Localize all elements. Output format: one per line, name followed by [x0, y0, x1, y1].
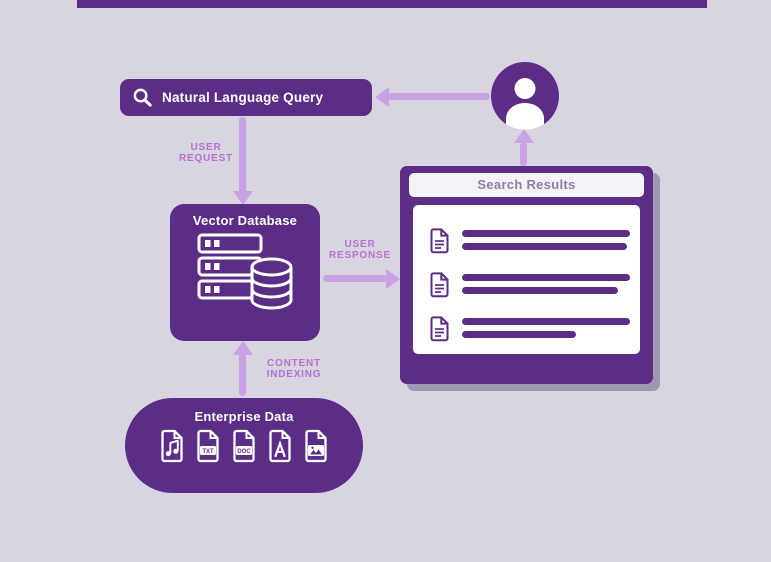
result-item	[429, 228, 630, 254]
edge-label-line: INDEXING	[266, 368, 322, 380]
doc-file-icon: DOC	[233, 429, 255, 463]
search-icon	[133, 88, 152, 107]
arrowhead-left	[375, 86, 389, 107]
natural-language-query-node: Natural Language Query	[120, 79, 372, 116]
document-icon	[430, 316, 449, 342]
txt-file-icon: TXT	[197, 429, 219, 463]
arrow-line	[239, 117, 246, 193]
arrow-line	[520, 142, 527, 166]
edge-label-user-response: USER RESPONSE	[316, 239, 404, 261]
edge-label-content-indexing: CONTENT INDEXING	[252, 358, 336, 380]
document-icon	[430, 272, 449, 298]
user-icon	[506, 78, 544, 130]
result-text-bar	[462, 274, 630, 281]
enterprise-data-label: Enterprise Data	[194, 409, 294, 424]
result-text-bar	[462, 287, 619, 294]
enterprise-data-node: Enterprise Data TXT DOC	[125, 398, 363, 493]
edge-label-user-request: USER REQUEST	[158, 142, 254, 164]
result-text-lines	[462, 228, 630, 254]
edge-label-line: CONTENT	[267, 358, 321, 369]
arrowhead-up	[513, 129, 534, 143]
query-node-label: Natural Language Query	[162, 90, 324, 105]
doc-badge-label: DOC	[237, 449, 251, 455]
result-text-bar	[462, 230, 630, 237]
arrowhead-right	[386, 268, 400, 289]
user-avatar	[491, 62, 559, 130]
top-border-strip	[77, 0, 707, 8]
arrowhead-up	[232, 341, 253, 355]
arrow-line	[388, 93, 490, 100]
result-item	[429, 316, 630, 342]
arrow-line	[323, 275, 387, 282]
audio-file-icon	[161, 429, 183, 463]
server-database-icon	[197, 233, 293, 310]
image-file-icon	[305, 429, 327, 463]
txt-badge-label: TXT	[202, 449, 214, 455]
search-results-panel: Search Results	[400, 166, 653, 384]
result-text-bar	[462, 243, 627, 250]
edge-label-line: REQUEST	[179, 152, 233, 164]
search-results-title: Search Results	[409, 173, 644, 197]
arrowhead-down	[232, 191, 253, 205]
vector-database-label: Vector Database	[192, 213, 298, 228]
result-text-bar	[462, 331, 577, 338]
document-icon	[430, 228, 449, 254]
arrow-line	[239, 353, 246, 396]
result-text-lines	[462, 272, 630, 298]
edge-label-line: RESPONSE	[329, 249, 391, 261]
edge-label-line: USER	[344, 239, 376, 250]
result-text-lines	[462, 316, 630, 342]
file-icons-row: TXT DOC	[125, 429, 363, 463]
edge-label-line: USER	[190, 142, 222, 153]
results-list	[413, 205, 640, 354]
result-text-bar	[462, 318, 630, 325]
vector-database-node: Vector Database	[170, 204, 320, 341]
pdf-file-icon	[269, 429, 291, 463]
result-item	[429, 272, 630, 298]
